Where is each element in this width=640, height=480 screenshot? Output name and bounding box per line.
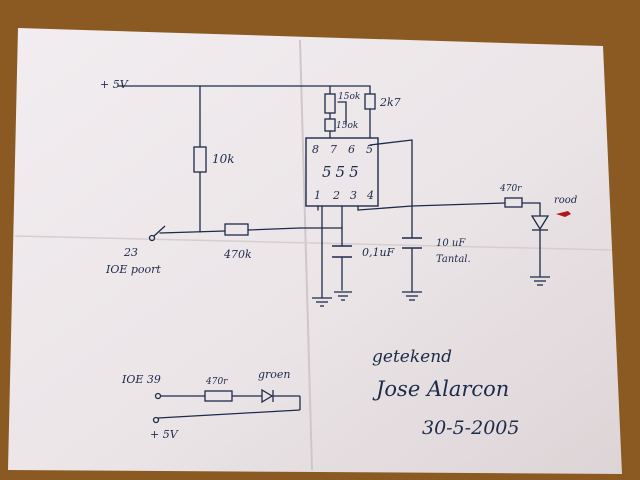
ground-symbol bbox=[312, 297, 332, 307]
bottom-port-label: IOE 39 bbox=[121, 373, 161, 386]
ground-symbol bbox=[530, 276, 550, 286]
bottom-led-label: groen bbox=[258, 368, 291, 381]
resistor-2k7 bbox=[364, 93, 376, 110]
note-drawn-by: getekend bbox=[372, 347, 452, 367]
paper-fold bbox=[299, 39, 313, 471]
pin-label: 6 bbox=[348, 143, 355, 156]
capacitor-0-1uf-label: 0,1uF bbox=[362, 246, 395, 259]
pot-15k-label: 15ok bbox=[338, 92, 360, 102]
capacitor-10uf-label: 10 uF bbox=[436, 238, 466, 249]
input-number-label: 23 bbox=[123, 246, 138, 259]
resistor-10k-label: 10k bbox=[212, 152, 235, 166]
resistor-470r-label: 470r bbox=[499, 184, 522, 194]
paper-sheet bbox=[8, 28, 622, 474]
note-author: Jose Alarcon bbox=[372, 377, 509, 401]
capacitor-10uf-type-label: Tantal. bbox=[436, 254, 471, 265]
led-red-highlight bbox=[556, 211, 571, 217]
resistor-15k-label: 15ok bbox=[336, 121, 358, 131]
bottom-vcc-label: + 5V bbox=[150, 428, 179, 441]
resistor-15k bbox=[324, 118, 336, 132]
capacitor-10uf bbox=[402, 237, 422, 249]
circuit-wires bbox=[117, 85, 541, 299]
pin-label: 8 bbox=[312, 143, 319, 156]
ic-555-chip bbox=[305, 137, 379, 207]
resistor-470k bbox=[224, 223, 249, 236]
input-switch bbox=[148, 225, 166, 242]
led-red bbox=[530, 215, 550, 231]
pin-label: 5 bbox=[366, 143, 373, 156]
resistor-2k7-label: 2k7 bbox=[379, 96, 401, 109]
ground-symbol bbox=[402, 291, 422, 301]
resistor-10k bbox=[193, 146, 207, 173]
pin-label: 4 bbox=[366, 189, 374, 202]
chip-label: 555 bbox=[322, 163, 363, 181]
resistor-470r-output bbox=[504, 197, 523, 208]
paper-fold bbox=[14, 235, 613, 251]
input-port-label: IOE poort bbox=[105, 263, 161, 276]
pin-label: 7 bbox=[330, 143, 337, 156]
resistor-470k-label: 470k bbox=[223, 248, 252, 261]
pin-label: 2 bbox=[332, 189, 340, 202]
note-date: 30-5-2005 bbox=[422, 417, 519, 439]
led-red-label: rood bbox=[554, 195, 577, 206]
vcc-label: + 5V bbox=[100, 78, 129, 91]
ground-symbol bbox=[334, 291, 352, 301]
potentiometer-15k bbox=[324, 93, 336, 114]
bottom-circuit bbox=[152, 388, 301, 424]
capacitor-0-1uf bbox=[332, 245, 352, 258]
bottom-resistor-label: 470r bbox=[205, 377, 228, 387]
pin-label: 3 bbox=[350, 189, 357, 202]
pin-label: 1 bbox=[314, 189, 321, 202]
